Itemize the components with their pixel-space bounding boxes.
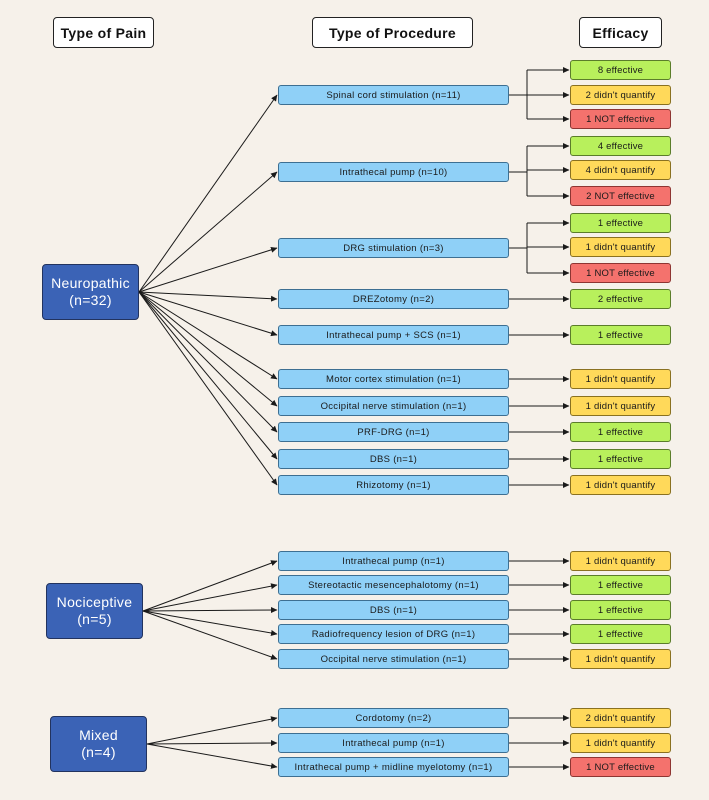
procedure-box: Spinal cord stimulation (n=11) [278,85,509,105]
efficacy-badge-unquantified: 1 didn't quantify [570,551,671,571]
header-type-of-pain: Type of Pain [53,17,154,48]
connector-pain-to-procedure [138,291,278,337]
efficacy-badge-unquantified: 1 didn't quantify [570,396,671,416]
pain-type-label: Nociceptive [56,594,133,610]
procedure-box: DRG stimulation (n=3) [278,238,509,258]
procedure-box: Stereotactic mesencephalotomy (n=1) [278,575,509,595]
efficacy-badge-unquantified: 1 didn't quantify [570,475,671,495]
efficacy-badge-not-effective: 1 NOT effective [570,757,671,777]
pain-type-count: (n=4) [81,744,116,760]
efficacy-badge-effective: 1 effective [570,624,671,644]
connector-pain-to-procedure [138,246,278,293]
efficacy-badge-unquantified: 2 didn't quantify [570,708,671,728]
procedure-box: Cordotomy (n=2) [278,708,509,728]
efficacy-badge-effective: 1 effective [570,422,671,442]
efficacy-badge-effective: 8 effective [570,60,671,80]
efficacy-badge-unquantified: 1 didn't quantify [570,369,671,389]
efficacy-badge-unquantified: 1 didn't quantify [570,237,671,257]
procedure-box: DREZotomy (n=2) [278,289,509,309]
pain-type-mixed: Mixed(n=4) [50,716,147,772]
connector-pain-to-procedure [146,740,278,747]
connector-pain-to-procedure [142,607,278,614]
procedure-box: Intrathecal pump (n=10) [278,162,509,182]
efficacy-badge-not-effective: 2 NOT effective [570,186,671,206]
procedure-box: DBS (n=1) [278,600,509,620]
procedure-box: Rhizotomy (n=1) [278,475,509,495]
procedure-box: Occipital nerve stimulation (n=1) [278,396,509,416]
procedure-box: Radiofrequency lesion of DRG (n=1) [278,624,509,644]
procedure-box: Intrathecal pump (n=1) [278,733,509,753]
efficacy-badge-unquantified: 4 didn't quantify [570,160,671,180]
pain-type-label: Mixed [79,727,118,743]
efficacy-badge-unquantified: 2 didn't quantify [570,85,671,105]
procedure-box: Intrathecal pump (n=1) [278,551,509,571]
connector-pain-to-procedure [142,610,278,660]
efficacy-badge-unquantified: 1 didn't quantify [570,649,671,669]
connector-pain-to-procedure [138,94,278,293]
connector-pain-to-procedure [138,291,278,407]
pain-type-nociceptive: Nociceptive(n=5) [46,583,143,639]
efficacy-badge-effective: 1 effective [570,449,671,469]
procedure-box: Intrathecal pump + midline myelotomy (n=… [278,757,509,777]
pain-type-label: Neuropathic [51,275,130,291]
efficacy-badge-effective: 2 effective [570,289,671,309]
procedure-box: Motor cortex stimulation (n=1) [278,369,509,389]
connector-pain-to-procedure [138,291,278,486]
procedure-box: PRF-DRG (n=1) [278,422,509,442]
efficacy-badge-effective: 1 effective [570,600,671,620]
pain-type-neuropathic: Neuropathic(n=32) [42,264,139,320]
connector-pain-to-procedure [142,610,278,636]
connector-pain-to-procedure [138,291,278,302]
header-efficacy: Efficacy [579,17,662,48]
connector-pain-to-procedure [138,171,278,293]
connector-pain-to-procedure [138,291,278,380]
connector-pain-to-procedure [142,560,278,612]
efficacy-badge-effective: 1 effective [570,213,671,233]
efficacy-badge-unquantified: 1 didn't quantify [570,733,671,753]
efficacy-badge-effective: 1 effective [570,575,671,595]
efficacy-badge-effective: 4 effective [570,136,671,156]
pain-type-count: (n=32) [69,292,112,308]
procedure-box: Intrathecal pump + SCS (n=1) [278,325,509,345]
procedure-box: Occipital nerve stimulation (n=1) [278,649,509,669]
connector-pain-to-procedure [142,583,278,612]
efficacy-badge-not-effective: 1 NOT effective [570,109,671,129]
connector-pain-to-procedure [146,716,278,745]
efficacy-badge-effective: 1 effective [570,325,671,345]
efficacy-badge-not-effective: 1 NOT effective [570,263,671,283]
procedure-box: DBS (n=1) [278,449,509,469]
header-type-of-procedure: Type of Procedure [312,17,473,48]
pain-type-count: (n=5) [77,611,112,627]
connector-pain-to-procedure [138,291,278,460]
connector-pain-to-procedure [146,743,278,769]
connector-pain-to-procedure [138,291,278,433]
